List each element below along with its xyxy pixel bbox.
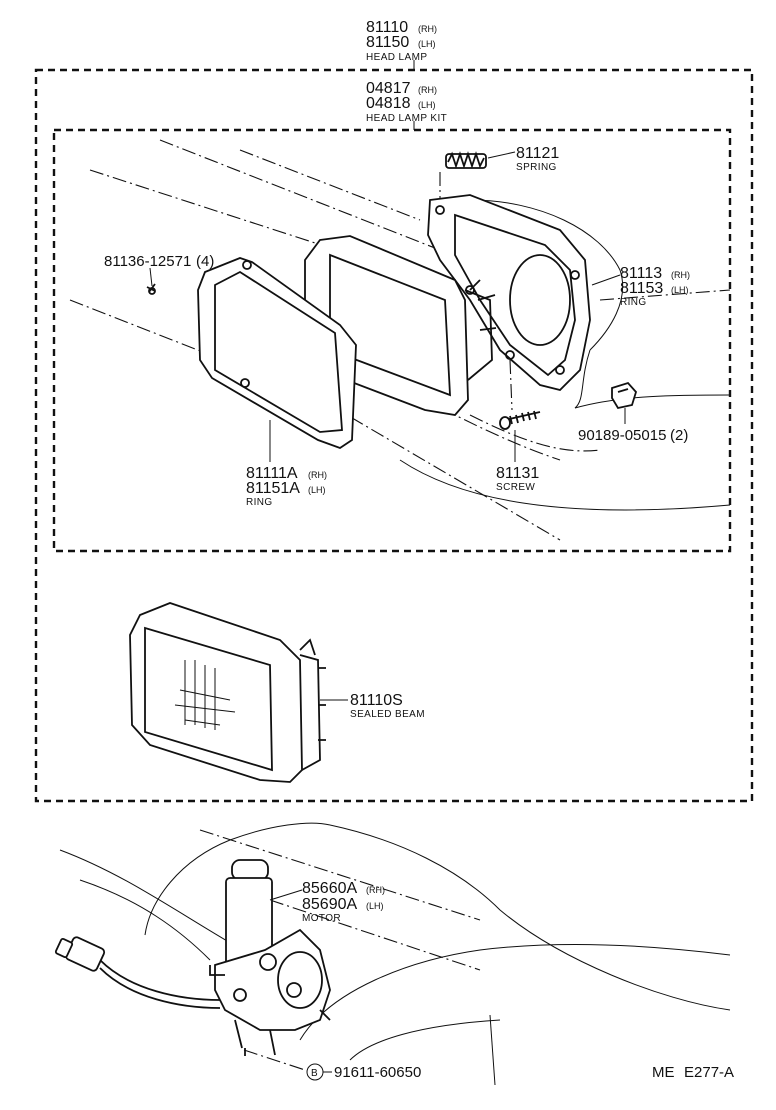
sealed-beam-pn: 81110S (350, 692, 403, 709)
ring-front-side-rh: (RH) (308, 470, 327, 480)
motor-label: 85660A (RH) 85690A (LH) MOTOR (302, 880, 385, 924)
ring-front-side-lh: (LH) (308, 485, 326, 495)
spring-label: 81121 SPRING (516, 145, 559, 173)
head-lamp-kit-label: 04817 (RH) 04818 (LH) HEAD LAMP KIT (366, 80, 447, 124)
ring-back-pn-rh: 81113 (620, 265, 662, 282)
head-lamp-side-rh: (RH) (418, 24, 437, 34)
screw-label: 81131 SCREW (496, 465, 539, 493)
ring-front-name: RING (246, 497, 273, 508)
screw-part (499, 350, 541, 430)
kit-name: HEAD LAMP KIT (366, 113, 447, 124)
front-ring (197, 257, 357, 450)
small-screw-part (146, 283, 156, 295)
screw-pn: 81131 (496, 465, 539, 482)
bolt-pn: 91611-60650 (334, 1064, 421, 1081)
beam-pattern-icon (174, 660, 236, 730)
spring-pn: 81121 (516, 145, 559, 162)
sealed-beam-label: 81110S SEALED BEAM (350, 692, 425, 720)
head-lamp-kit-boundary (52, 128, 732, 553)
clip-qty: (2) (670, 427, 688, 444)
small-screw-pn: 81136-12571 (104, 253, 191, 270)
sealed-beam-part (129, 602, 326, 783)
figure-code-value: E277-A (684, 1064, 734, 1081)
small-screw-label: 81136-12571 (4) (104, 253, 214, 270)
figure-prefix: ME (652, 1064, 675, 1081)
ring-back-side-rh: (RH) (671, 270, 690, 280)
motor-side-lh: (LH) (366, 901, 384, 911)
motor-pn-lh: 85690A (302, 896, 357, 913)
ring-front-pn-lh: 81151A (246, 480, 300, 497)
ring-front-label: 81111A (RH) 81151A (LH) RING (246, 465, 327, 508)
mounting-ring-back (427, 194, 591, 391)
ring-back-name: RING (620, 297, 647, 308)
ring-back-side-lh: (LH) (671, 285, 689, 295)
head-lamp-name: HEAD LAMP (366, 52, 427, 63)
kit-pn-rh: 04817 (366, 80, 411, 97)
clip-label: 90189-05015 (2) (578, 427, 688, 444)
motor-side-rh: (RH) (366, 885, 385, 895)
clip-part (611, 381, 638, 410)
bolt-symbol: B (311, 1068, 318, 1079)
kit-pn-lh: 04818 (366, 95, 411, 112)
motor-name: MOTOR (302, 913, 341, 924)
sealed-beam-name: SEALED BEAM (350, 709, 425, 720)
head-lamp-assembly-boundary (34, 68, 754, 803)
motor-part (209, 859, 331, 1056)
head-lamp-pn-lh: 81150 (366, 34, 409, 51)
ring-front-pn-rh: 81111A (246, 465, 298, 482)
motor-pn-rh: 85660A (302, 880, 357, 897)
clip-pn: 90189-05015 (578, 427, 666, 444)
screw-name: SCREW (496, 482, 535, 493)
small-screw-qty: (4) (196, 253, 214, 270)
spring-name: SPRING (516, 162, 557, 173)
head-lamp-side-lh: (LH) (418, 39, 436, 49)
ring-back-label: 81113 (RH) 81153 (LH) RING (620, 265, 690, 308)
kit-side-lh: (LH) (418, 100, 436, 110)
head-lamp-label: 81110 (RH) 81150 (LH) HEAD LAMP (366, 19, 437, 63)
motor-body-lines (59, 822, 731, 1086)
kit-side-rh: (RH) (418, 85, 437, 95)
ring-back-pn-lh: 81153 (620, 280, 663, 297)
bolt-label: B 91611-60650 (306, 1063, 421, 1081)
figure-code: ME E277-A (652, 1064, 734, 1081)
motor-connector (54, 936, 221, 1009)
head-lamp-pn-rh: 81110 (366, 19, 408, 36)
